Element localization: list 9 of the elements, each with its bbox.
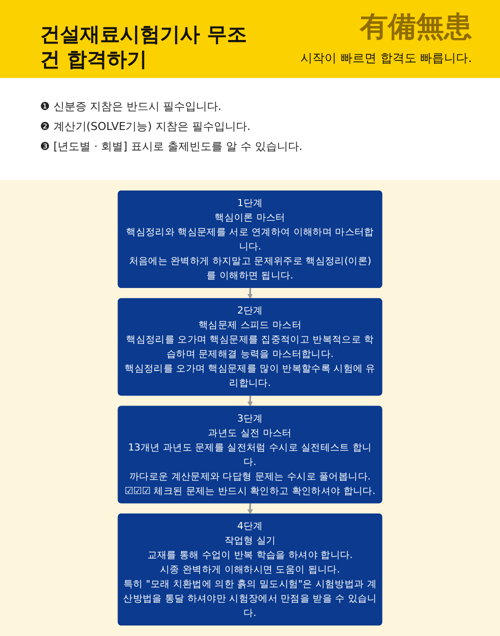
title: 건설재료시험기사 무조건 합격하기 [40,22,248,72]
note-text: ❸ [년도별 · 회별] 표시로 출제빈도를 알 수 있습니다. [40,139,304,154]
arrow [247,288,253,300]
motto-text: 有備無患 [360,9,472,45]
note-text: ❷ 계산기(SOLVE기능) 지참은 필수입니다. [40,119,252,134]
note-text: ❶ 신분증 지참은 반드시 필수입니다. [40,99,222,114]
arrow [247,396,253,407]
arrow [247,503,253,514]
slogan-text: 시작이 빠르면 합격도 빠릅니다. [300,50,472,67]
